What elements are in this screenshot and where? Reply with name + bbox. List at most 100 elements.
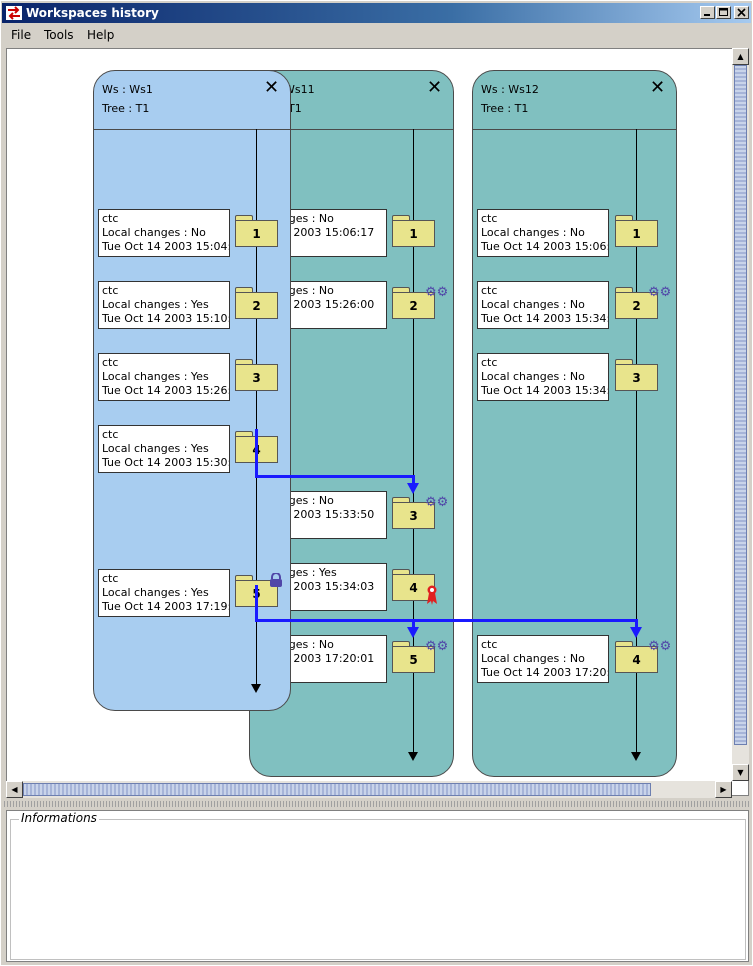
lock-icon (270, 573, 282, 587)
window-title: Workspaces history (26, 6, 159, 20)
minimize-button[interactable] (700, 6, 715, 19)
version-date: Tue Oct 14 2003 15:10:37 (102, 312, 229, 325)
informations-group: Informations (10, 811, 746, 960)
version-folder-icon[interactable]: 3 (235, 359, 278, 391)
version-folder-icon[interactable]: 1 (235, 215, 278, 247)
version-folder-icon[interactable]: 1 (615, 215, 658, 247)
workspace-header: Ws : Ws1 Tree : T1 ✕ (94, 71, 290, 130)
version-folder-icon[interactable]: 2 (235, 287, 278, 319)
timeline-line (256, 129, 257, 684)
menu-file[interactable]: File (11, 28, 32, 42)
version-number: 2 (409, 299, 418, 313)
version-folder-icon[interactable]: 4 (615, 641, 658, 673)
workspace-tree: Tree : T1 (102, 102, 150, 115)
menu-tools[interactable]: Tools (44, 28, 74, 42)
menu-bar: File Tools Help (2, 25, 751, 45)
close-workspace-icon[interactable]: ✕ (264, 77, 280, 98)
ribbon-badge-icon (427, 585, 437, 605)
version-user: ctc (102, 356, 119, 369)
workspace-name: Ws : Ws12 (481, 83, 539, 96)
merge-line (255, 429, 258, 477)
version-folder-icon[interactable]: 1 (392, 215, 435, 247)
version-folder-icon[interactable]: 5 (392, 641, 435, 673)
version-info-box: ctc Local changes : No Tue Oct 14 2003 1… (477, 353, 609, 401)
timeline-arrow-icon (251, 684, 261, 693)
version-info-box: ctc Local changes : No Tue Oct 14 2003 1… (477, 209, 609, 257)
version-folder-icon[interactable]: 3 (615, 359, 658, 391)
version-info-box: ctc Local changes : No Tue Oct 14 2003 1… (98, 209, 230, 257)
version-folder-icon[interactable]: 4 (392, 569, 435, 601)
scroll-down-button[interactable]: ▼ (732, 764, 749, 781)
version-user: ctc (481, 638, 498, 651)
version-changes: Local changes : Yes (102, 298, 209, 311)
version-changes: Local changes : No (481, 298, 585, 311)
version-user: ctc (481, 356, 498, 369)
version-number: 1 (632, 227, 641, 241)
merge-arrow-icon (407, 483, 419, 494)
gear-icon: ⚙⚙ (425, 639, 449, 654)
version-changes: Local changes : No (481, 226, 585, 239)
close-workspace-icon[interactable]: ✕ (650, 77, 666, 98)
close-window-button[interactable] (734, 6, 749, 19)
version-info-box: ctc Local changes : Yes Tue Oct 14 2003 … (98, 353, 230, 401)
version-changes: Local changes : No (102, 226, 206, 239)
version-date: Tue Oct 14 2003 15:26:27 (102, 384, 229, 397)
merge-arrow-icon (630, 627, 642, 638)
version-folder-icon[interactable]: 2 (392, 287, 435, 319)
scroll-up-button[interactable]: ▲ (732, 48, 749, 65)
close-workspace-icon[interactable]: ✕ (427, 77, 443, 98)
version-changes: Local changes : No (481, 652, 585, 665)
timeline-line (636, 129, 637, 752)
workspace-name: Ws11 (284, 83, 315, 96)
version-number: 3 (409, 509, 418, 523)
version-user: ctc (102, 212, 119, 225)
menu-help[interactable]: Help (87, 28, 115, 42)
version-number: 4 (409, 581, 418, 595)
workspace-panel-ws1: Ws : Ws1 Tree : T1 ✕ ctc Local changes :… (93, 70, 291, 711)
scroll-left-button[interactable]: ◀ (6, 781, 23, 798)
version-user: ctc (481, 212, 498, 225)
vertical-scroll-thumb[interactable] (734, 65, 747, 745)
version-number: 5 (409, 653, 418, 667)
title-bar: Workspaces history (2, 3, 751, 23)
informations-panel: Informations (6, 810, 749, 962)
merge-line (635, 619, 638, 629)
version-number: 1 (409, 227, 418, 241)
horizontal-scroll-thumb[interactable] (23, 783, 651, 796)
version-number: 4 (632, 653, 641, 667)
workspace-tree: Tree : T1 (481, 102, 529, 115)
informations-label: Informations (19, 811, 99, 825)
version-date: Tue Oct 14 2003 15:34:17 (481, 312, 608, 325)
merge-line (255, 619, 638, 622)
horizontal-scrollbar[interactable]: ◀ ▶ (6, 781, 732, 798)
merge-line (255, 585, 258, 621)
maximize-button[interactable] (716, 6, 731, 19)
version-info-box: ctc Local changes : Yes Tue Oct 14 2003 … (98, 569, 230, 617)
version-date: Tue Oct 14 2003 15:30:37 (102, 456, 229, 469)
maximize-icon (719, 8, 728, 16)
workspace-tree: T1 (288, 102, 302, 115)
version-number: 2 (252, 299, 261, 313)
vertical-scrollbar[interactable]: ▲ ▼ (732, 48, 749, 781)
version-info-box: ctc Local changes : Yes Tue Oct 14 2003 … (98, 425, 230, 473)
history-canvas: Ws11 T1 ✕ changes : No ct 14 2003 15:06:… (6, 48, 749, 796)
workspace-header: Ws : Ws12 Tree : T1 ✕ (473, 71, 676, 130)
gear-icon: ⚙⚙ (425, 285, 449, 300)
version-date: Tue Oct 14 2003 15:04:56 (102, 240, 229, 253)
version-folder-icon[interactable]: 3 (392, 497, 435, 529)
version-user: ctc (102, 572, 119, 585)
version-date: Tue Oct 14 2003 17:20:10 (481, 666, 608, 679)
scroll-right-button[interactable]: ▶ (715, 781, 732, 798)
version-number: 1 (252, 227, 261, 241)
version-number: 3 (252, 371, 261, 385)
merge-line (412, 475, 415, 485)
minimize-icon (704, 14, 710, 16)
app-icon (6, 6, 22, 20)
version-user: ctc (481, 284, 498, 297)
version-folder-icon[interactable]: 2 (615, 287, 658, 319)
version-info-box: ctc Local changes : Yes Tue Oct 14 2003 … (98, 281, 230, 329)
timeline-arrow-icon (408, 752, 418, 761)
panel-splitter[interactable] (2, 801, 751, 807)
timeline-line (413, 129, 414, 752)
